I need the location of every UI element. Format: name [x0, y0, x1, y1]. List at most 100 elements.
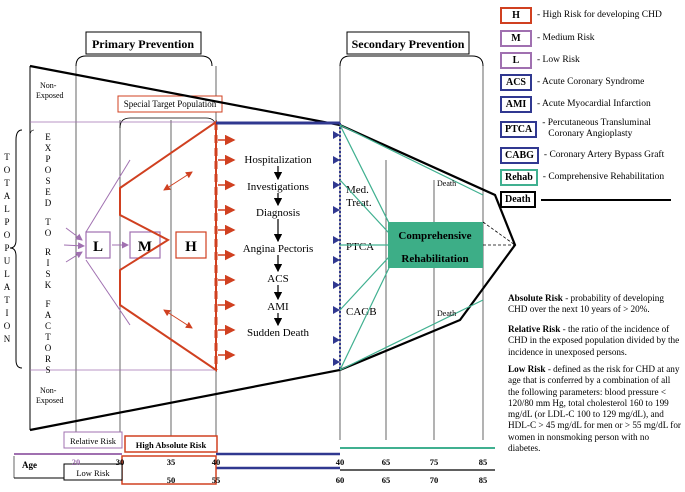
legend-description: - High Risk for developing CHD	[537, 10, 662, 20]
low-risk-box	[85, 231, 111, 259]
exposed-char: S	[45, 269, 50, 279]
definition-absolute-risk: Absolute Risk - probability of developin…	[508, 293, 664, 315]
age-ticks-row1: 20 30 35 40 40 65 75 85	[72, 457, 488, 467]
exposed-char: R	[45, 247, 51, 257]
legend-item-cabg: CABG - Coronary Artery Bypass Graft	[500, 147, 664, 164]
age-tick: 40	[336, 457, 345, 467]
treatment-arrow	[333, 156, 340, 164]
cagb-label: CAGB	[346, 306, 377, 318]
risk-factor-inflow-arrows	[63, 159, 131, 326]
age-tick: 75	[430, 457, 439, 467]
age-tick: 85	[479, 457, 488, 467]
age-tick: 50	[167, 475, 176, 485]
event-item: Investigations	[247, 181, 309, 193]
exposed-char: K	[45, 280, 52, 290]
total-population-char: T	[4, 295, 10, 305]
definition-low-risk: Low Risk - defined as the risk for CHD a…	[508, 364, 681, 454]
high-risk-letter: H	[185, 239, 197, 255]
treatment-arrow	[333, 358, 340, 366]
exposed-char: S	[45, 365, 50, 375]
total-population-char: P	[4, 217, 9, 227]
legend-code: Rehab	[500, 169, 538, 186]
age-tick: 35	[167, 457, 176, 467]
legend-description: - Coronary Artery Bypass Graft	[543, 150, 665, 160]
total-population-char: N	[4, 334, 11, 344]
treatment-arrow	[333, 336, 340, 344]
age-tick: 40	[212, 457, 221, 467]
total-population-char: U	[4, 256, 11, 266]
special-target-bracket	[119, 117, 217, 129]
total-population-char: L	[4, 204, 10, 214]
event-item: Diagnosis	[256, 207, 300, 219]
exposed-char: P	[45, 154, 50, 164]
legend-item-acs: ACS- Acute Coronary Syndrome	[500, 74, 644, 91]
exposed-char: R	[45, 354, 51, 364]
legend-code: ACS	[500, 74, 532, 91]
total-population-char: O	[4, 230, 11, 240]
high-risk-box	[175, 231, 207, 259]
medium-risk-box	[129, 231, 161, 259]
total-population-char: O	[4, 165, 11, 175]
total-population-char: L	[4, 269, 10, 279]
exposed-char: T	[45, 217, 51, 227]
low-risk-axis-label: Low Risk	[76, 468, 110, 478]
exposed-char: S	[45, 176, 50, 186]
relative-risk-box	[63, 431, 123, 449]
legend-item-death: Death	[500, 191, 671, 208]
legend-code: H	[500, 7, 532, 24]
exposed-char: O	[45, 228, 52, 238]
exposed-char: O	[45, 165, 52, 175]
legend-item-ami: AMI- Acute Myocardial Infarction	[500, 96, 651, 113]
low-risk-letter: L	[93, 239, 103, 255]
age-tick: 70	[430, 475, 439, 485]
treatment-arrow	[333, 236, 340, 244]
legend-item-l: L- Low Risk	[500, 52, 580, 69]
legend-code: M	[500, 30, 532, 47]
legend-code: PTCA	[500, 120, 538, 138]
primary-prevention-header-box	[85, 31, 202, 55]
total-population-char: P	[4, 243, 9, 253]
age-tick: 65	[382, 457, 391, 467]
event-item: Sudden Death	[247, 327, 310, 339]
special-target-box	[117, 95, 223, 113]
rehabilitation-paths	[339, 124, 484, 371]
relative-risk-label: Relative Risk	[70, 436, 117, 446]
age-tick: 30	[116, 457, 125, 467]
treatment-arrow	[333, 181, 340, 189]
exposed-char: D	[45, 198, 52, 208]
age-tick: 20	[72, 457, 81, 467]
exposed-char: C	[45, 321, 51, 331]
secondary-bracket	[339, 55, 484, 67]
death-label-bottom: Death	[437, 309, 456, 318]
legend-description: - Medium Risk	[537, 33, 595, 43]
rehab-label-line1: Comprehensive	[398, 230, 471, 242]
exposed-char: I	[47, 258, 50, 268]
event-item: Hospitalization	[244, 154, 312, 166]
non-exposed-bottom-label: Non-Exposed	[36, 386, 64, 405]
age-tick: 85	[479, 475, 488, 485]
legend-item-m: M - Medium Risk	[500, 30, 595, 47]
event-list: HospitalizationInvestigationsDiagnosisAn…	[243, 154, 314, 339]
age-tick: 60	[336, 475, 345, 485]
exposed-char: A	[45, 310, 52, 320]
comprehensive-rehab-box	[388, 222, 483, 268]
legend-description: - Acute Myocardial Infarction	[537, 99, 651, 109]
exposed-char: O	[45, 343, 52, 353]
low-risk-box-axis	[63, 463, 123, 481]
exposed-char: F	[45, 299, 50, 309]
legend-code: CABG	[500, 147, 539, 164]
event-item: Angina Pectoris	[243, 243, 314, 255]
legend-code: L	[500, 52, 532, 69]
exposed-char: E	[45, 132, 51, 142]
primary-bracket	[75, 55, 213, 67]
total-population-char: O	[4, 321, 11, 331]
secondary-prevention-title: Secondary Prevention	[352, 37, 465, 51]
death-label-top: Death	[437, 179, 456, 188]
exposed-char: T	[45, 332, 51, 342]
total-population-char: I	[6, 308, 9, 318]
